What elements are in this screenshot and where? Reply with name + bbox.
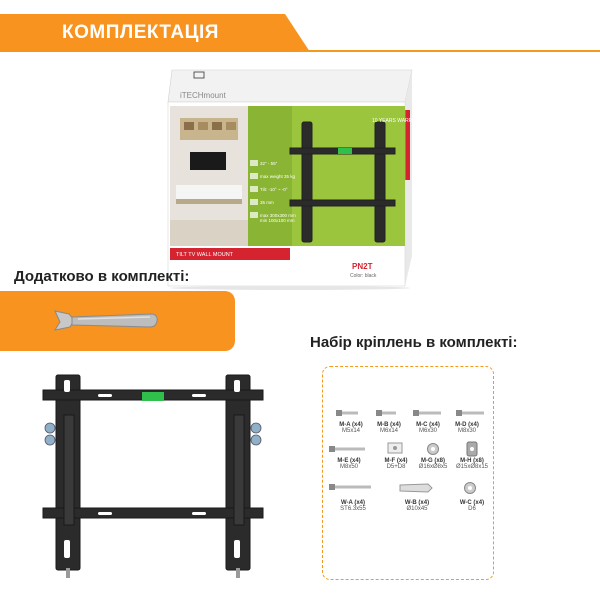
box-subtitle: TILT TV WALL MOUNT [176,252,234,258]
kit-item: W-C (x4) D6 [459,500,485,512]
screw-icon [456,410,484,416]
kit-item: M-E (x4) M8x50 [337,458,361,470]
accessory-banner [0,291,235,351]
kit-item: M-C (x4) M6x30 [416,422,440,434]
banner-background [0,14,310,52]
kit-frame [322,366,494,580]
lag-screw-icon [329,484,371,490]
spec-depth: 35 mm [260,200,274,205]
kit-item: W-A (x4) ST6.3x55 [340,500,366,512]
spec-weight: max weight 35 kg [260,174,296,179]
spec-vesa-min: min 100x100 mm [260,218,295,223]
accessory-title: Додатково в комплекті: [14,268,190,285]
washer-icon [464,482,476,494]
bolt-icon [329,446,365,452]
spec-vesa-max: max 300x300 mm [260,213,296,218]
wall-mount-frame [42,374,264,578]
kit-title: Набір кріплень в комплекті: [310,334,518,351]
screw-icon [413,410,441,416]
kit-item: M-B (x4) M6x14 [377,422,401,434]
page-title: КОМПЛЕКТАЦІЯ [62,22,219,43]
bubble-level [142,392,164,401]
washer-icon [427,443,439,455]
header-divider [300,50,600,52]
box-model: PN2T [352,262,373,271]
spacer-icon [466,441,478,457]
kit-item: M-F (x4) D5+D8 [384,458,408,470]
screw-icon [376,410,396,416]
product-box-illustration: 32" - 55" max weight 35 kg Tilt: -10° ~ … [167,69,426,290]
warranty-text: 10 YEARS WARRANTY [372,118,426,124]
kit-item: M-G (x8) Ø16xØ8x5 [418,458,448,470]
kit-item: M-H (x8) Ø15xØ8x15 [455,458,489,470]
washer-icon [387,442,403,454]
wall-anchor-icon [399,483,433,493]
header-banner: КОМПЛЕКТАЦІЯ [0,14,310,52]
kit-item: W-B (x4) Ø10x45 [404,500,430,512]
kit-item: M-A (x4) M5x14 [339,422,363,434]
spec-size: 32" - 55" [260,161,278,166]
kit-item: M-D (x4) M8x30 [455,422,479,434]
screw-icon [336,410,358,416]
product-box: 32" - 55" max weight 35 kg Tilt: -10° ~ … [150,60,450,290]
spec-tilt: Tilt: -10° ~ -0° [260,187,288,192]
box-color: Color: black [350,273,377,279]
wrench-icon [53,310,158,331]
box-brand: iTECHmount [180,91,227,100]
